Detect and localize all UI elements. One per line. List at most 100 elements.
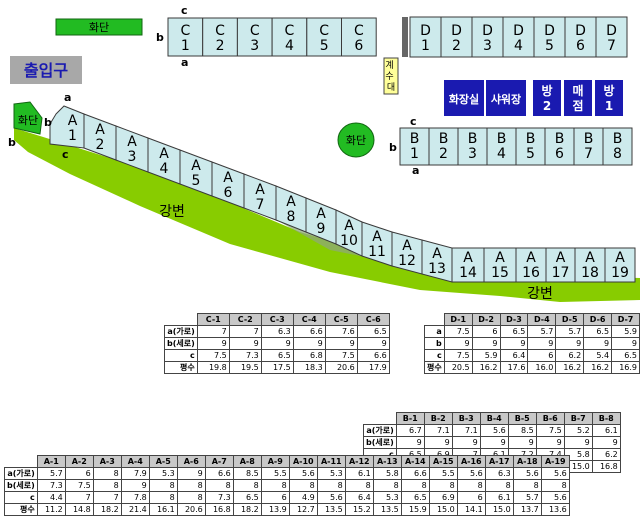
table-cell: 7 — [92, 491, 122, 504]
table-cell: 6.1 — [484, 491, 514, 504]
b-row-corner-a: a — [412, 164, 419, 177]
store — [564, 80, 592, 116]
table-cell: 6.2 — [591, 448, 621, 461]
table-header-cell: B-4 — [479, 412, 509, 425]
table-cell: 14.1 — [456, 503, 486, 516]
table-cell: 16.2 — [583, 361, 613, 374]
lot-a-19-shape — [604, 247, 636, 283]
table-cell: 21.4 — [120, 503, 150, 516]
table-header-cell: C-1 — [196, 313, 230, 326]
table-cell: 17.6 — [499, 361, 529, 374]
table-cell: 12.7 — [288, 503, 318, 516]
table-row-label: b(세로) — [4, 479, 38, 492]
toilet-label: 화장실 — [449, 92, 479, 106]
store-label-bottom: 점 — [572, 98, 583, 113]
table-cell: 8 — [512, 479, 542, 492]
table-cell: 7.5 — [196, 349, 230, 362]
table-cell: 7.3 — [228, 349, 262, 362]
table-cell: 7 — [64, 491, 94, 504]
table-cell: 6.2 — [555, 349, 585, 362]
table-cell: 5.9 — [471, 349, 501, 362]
table-cell: 7.3 — [36, 479, 66, 492]
table-header-cell: A-6 — [176, 455, 206, 468]
c-row-corner-a: a — [181, 56, 188, 69]
table-header-cell: A-16 — [456, 455, 486, 468]
table-cell: 6.7 — [395, 424, 425, 437]
table-header-cell: B-1 — [395, 412, 425, 425]
table-cell: 5.4 — [583, 349, 613, 362]
riverside-label-left: 강변 — [159, 204, 185, 220]
table-header-cell: D-2 — [471, 313, 501, 326]
table-row-label: 평수 — [424, 361, 445, 374]
table-cell: 6.1 — [591, 424, 621, 437]
table-cell: 8 — [176, 479, 206, 492]
table-header-cell: C-6 — [356, 313, 390, 326]
table-cell: 6.5 — [499, 325, 529, 338]
table-header-cell: B-8 — [591, 412, 621, 425]
table-cell: 6 — [527, 349, 557, 362]
table-cell: 9 — [260, 337, 294, 350]
table-header-cell: D-1 — [443, 313, 473, 326]
c-row-corner-b: b — [156, 31, 164, 44]
table-cell: 17.5 — [260, 361, 294, 374]
table-row-label: c — [164, 349, 198, 362]
table-cell: 7.5 — [324, 349, 358, 362]
table-cell: 11.2 — [36, 503, 66, 516]
table-cell: 6.5 — [260, 349, 294, 362]
table-header-cell: B-5 — [507, 412, 537, 425]
table-cell: 8 — [176, 491, 206, 504]
table-cell: 19.8 — [196, 361, 230, 374]
table-cell: 9 — [120, 479, 150, 492]
table-cell: 7.5 — [535, 424, 565, 437]
